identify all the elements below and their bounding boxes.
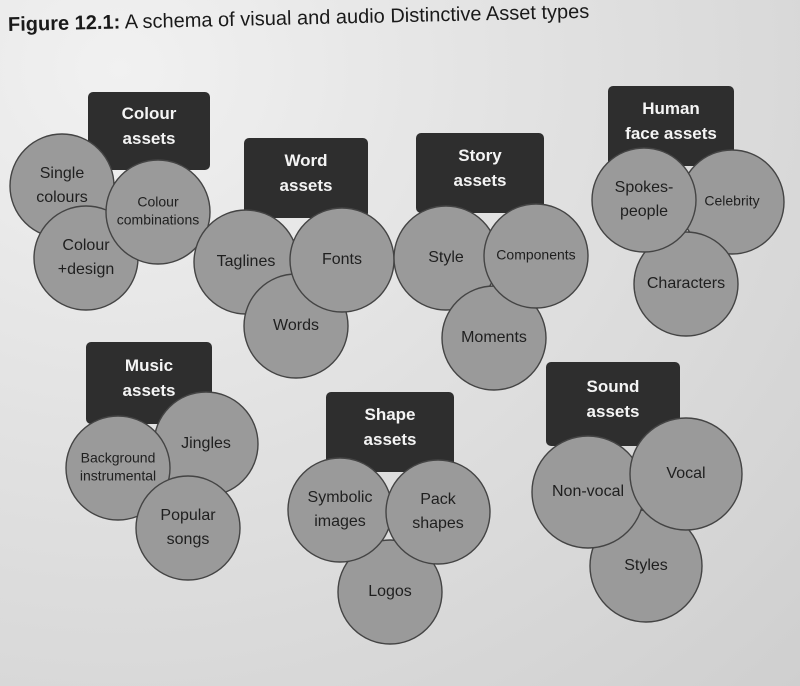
music-popular-label: Popular songs (160, 507, 216, 548)
sound-heading-box (546, 362, 680, 446)
music-background-label-line: Background (81, 450, 156, 466)
colour-heading-line: assets (123, 129, 176, 148)
colour-single-label-line: Single (40, 165, 85, 182)
shape-pack-label-line: shapes (412, 515, 464, 532)
story-moments-label-line: Moments (461, 329, 527, 346)
story-components-label: Components (496, 247, 575, 263)
sound-nonvocal-label-line: Non-vocal (552, 483, 624, 500)
music-background-circle (65, 415, 171, 521)
word-heading-box (244, 138, 368, 218)
human-spokespeople-label: Spokes-people (615, 179, 674, 220)
sound-vocal-label-line: Vocal (666, 465, 705, 482)
story-components-circle (483, 203, 589, 309)
word-fonts-label: Fonts (322, 251, 362, 268)
sound-nonvocal-label: Non-vocal (552, 483, 624, 500)
shape-pack-label-line: Pack (420, 491, 457, 508)
sound-heading: Sound assets (587, 377, 640, 421)
story-components-label-line: Components (496, 247, 575, 263)
colour-combinations-label: Colour combinations (117, 194, 200, 228)
sound-heading-line: assets (587, 402, 640, 421)
human-spokespeople-label-line: people (620, 203, 668, 220)
story-moments-label: Moments (461, 329, 527, 346)
human-celebrity-label: Celebrity (704, 193, 759, 209)
colour-design-label-line: Colour (62, 237, 110, 254)
word-heading-line: Word (284, 151, 327, 170)
word-words-label-line: Words (273, 317, 319, 334)
music-background-label: Background instrumental (80, 450, 156, 484)
word-taglines-label: Taglines (217, 253, 276, 270)
human-heading-line: face assets (625, 124, 717, 143)
shape-logos-label-line: Logos (368, 583, 412, 600)
story-style-label-line: Style (428, 249, 464, 266)
colour-heading-box (88, 92, 210, 170)
human-characters-circle (633, 231, 739, 337)
word-heading: Word assets (280, 151, 333, 195)
sound-heading-line: Sound (587, 377, 640, 396)
colour-single-label-line: colours (36, 189, 88, 206)
shape-heading: Shape assets (364, 405, 417, 449)
human-heading: Human face assets (625, 99, 717, 143)
colour-combinations-circle (105, 159, 211, 265)
story-heading: Story assets (454, 146, 507, 190)
sound-vocal-circle (629, 417, 743, 531)
music-background-label-line: instrumental (80, 468, 156, 484)
music-heading-line: assets (123, 381, 176, 400)
shape-symbolic-label: Symbolic images (308, 489, 373, 530)
shape-logos-circle (337, 539, 443, 645)
music-popular-label-line: Popular (160, 507, 216, 524)
word-fonts-label-line: Fonts (322, 251, 362, 268)
shape-symbolic-label-line: images (314, 513, 366, 530)
word-words-label: Words (273, 317, 319, 334)
human-celebrity-label-line: Celebrity (704, 193, 759, 209)
human-characters-label: Characters (647, 275, 725, 292)
shape-symbolic-circle (287, 457, 393, 563)
shape-heading-box (326, 392, 454, 472)
shape-pack-label: Pack shapes (412, 491, 464, 532)
colour-heading: Colour assets (122, 104, 177, 148)
story-heading-line: assets (454, 171, 507, 190)
colour-heading-line: Colour (122, 104, 177, 123)
music-popular-label-line: songs (167, 531, 210, 548)
word-heading-line: assets (280, 176, 333, 195)
colour-single-label: Single colours (36, 165, 88, 206)
music-heading-line: Music (125, 356, 173, 375)
sound-styles-label-line: Styles (624, 557, 668, 574)
human-heading-box (608, 86, 734, 166)
sound-styles-label: Styles (624, 557, 668, 574)
story-heading-line: Story (458, 146, 502, 165)
colour-design-label-line: +design (58, 261, 115, 278)
music-jingles-label-line: Jingles (181, 435, 231, 452)
human-spokespeople-circle (591, 147, 697, 253)
human-characters-label-line: Characters (647, 275, 725, 292)
colour-combinations-label-line: combinations (117, 212, 200, 228)
music-jingles-label: Jingles (181, 435, 231, 452)
word-taglines-label-line: Taglines (217, 253, 276, 270)
shape-heading-line: Shape (364, 405, 415, 424)
music-popular-circle (135, 475, 241, 581)
shape-pack-circle (385, 459, 491, 565)
story-style-label: Style (428, 249, 464, 266)
colour-combinations-label-line: Colour (137, 194, 179, 210)
colour-design-label: Colour +design (58, 237, 115, 278)
human-spokespeople-label-line: Spokes- (615, 179, 674, 196)
human-heading-line: Human (642, 99, 700, 118)
shape-heading-line: assets (364, 430, 417, 449)
shape-symbolic-label-line: Symbolic (308, 489, 373, 506)
story-heading-box (416, 133, 544, 213)
music-heading: Music assets (123, 356, 176, 400)
sound-vocal-label: Vocal (666, 465, 705, 482)
shape-logos-label: Logos (368, 583, 412, 600)
